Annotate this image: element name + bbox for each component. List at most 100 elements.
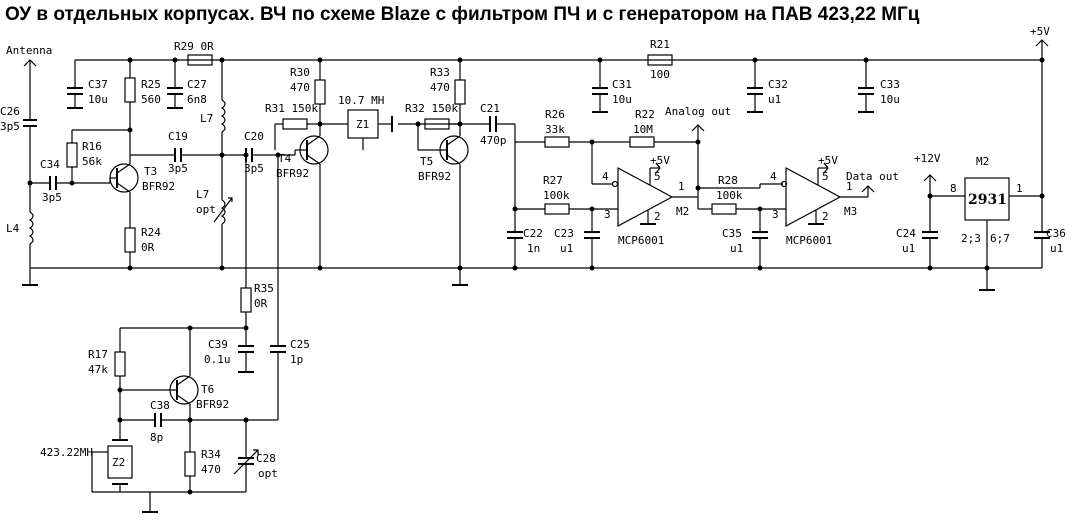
c21-r26: C21 470p R26 33k — [480, 102, 592, 148]
z1-filter: Z1 10.7 MH — [338, 94, 460, 150]
svg-text:56k: 56k — [82, 155, 102, 168]
svg-text:1: 1 — [678, 180, 685, 193]
svg-text:C39: C39 — [208, 338, 228, 351]
svg-text:C36: C36 — [1046, 227, 1066, 240]
r28-c35: R28 100k C35 u1 — [695, 174, 786, 268]
svg-text:R16: R16 — [82, 140, 102, 153]
svg-text:2: 2 — [822, 210, 829, 223]
svg-text:100k: 100k — [543, 189, 570, 202]
svg-text:C19: C19 — [168, 130, 188, 143]
svg-text:R22: R22 — [635, 108, 655, 121]
svg-text:u1: u1 — [730, 242, 743, 255]
svg-text:C23: C23 — [554, 227, 574, 240]
svg-text:10.7 MH: 10.7 MH — [338, 94, 384, 107]
opamp-m3: 4 3 +5V 5 2 1 Data out M3 MCP6001 — [770, 154, 899, 247]
svg-text:R21: R21 — [650, 38, 670, 51]
svg-text:u1: u1 — [1050, 242, 1063, 255]
svg-text:R27: R27 — [543, 174, 563, 187]
svg-text:R34: R34 — [201, 448, 221, 461]
antenna-label: Antenna — [6, 44, 52, 57]
diagram-title: ОУ в отдельных корпусах. ВЧ по схеме Bla… — [5, 4, 920, 25]
svg-text:1: 1 — [1016, 182, 1023, 195]
oscillator-t6: R35 0R C39 0.1u C25 1p R17 47k — [40, 152, 310, 513]
rails — [30, 59, 1042, 269]
svg-text:C31: C31 — [612, 78, 632, 91]
svg-text:C35: C35 — [722, 227, 742, 240]
svg-text:3p5: 3p5 — [244, 162, 264, 175]
svg-text:423.22MH: 423.22MH — [40, 446, 93, 459]
svg-text:1p: 1p — [290, 353, 303, 366]
svg-text:2;3: 2;3 — [961, 232, 981, 245]
svg-text:C26: C26 — [0, 105, 20, 118]
svg-text:33k: 33k — [545, 123, 565, 136]
svg-text:10M: 10M — [633, 123, 653, 136]
svg-text:MCP6001: MCP6001 — [786, 234, 832, 247]
l7-tank: L7 L7 opt — [196, 60, 233, 268]
svg-text:2: 2 — [654, 210, 661, 223]
svg-text:10u: 10u — [880, 93, 900, 106]
svg-text:6;7: 6;7 — [990, 232, 1010, 245]
svg-text:T6: T6 — [201, 383, 214, 396]
svg-text:470: 470 — [290, 81, 310, 94]
svg-text:R25: R25 — [141, 78, 161, 91]
svg-text:L7: L7 — [196, 188, 209, 201]
svg-text:5: 5 — [822, 170, 829, 183]
svg-text:100k: 100k — [716, 189, 743, 202]
c20: C20 3p5 — [244, 130, 295, 175]
svg-text:MCP6001: MCP6001 — [618, 234, 664, 247]
svg-text:Analog out: Analog out — [665, 105, 731, 118]
svg-text:M2: M2 — [976, 155, 989, 168]
svg-text:R28: R28 — [718, 174, 738, 187]
svg-text:L4: L4 — [6, 222, 20, 235]
r22-feedback: R22 10M Analog out — [589, 105, 731, 188]
svg-text:6n8: 6n8 — [187, 93, 207, 106]
svg-text:2931: 2931 — [968, 192, 1007, 208]
svg-text:8: 8 — [950, 182, 957, 195]
svg-text:C27: C27 — [187, 78, 207, 91]
r27-bias: R27 100k C22 1n C23 u1 — [507, 142, 618, 268]
t4-stage: R30 470 R31 150k T4 BFR92 — [265, 57, 348, 268]
svg-text:3p5: 3p5 — [168, 162, 188, 175]
ground-junctions — [127, 265, 933, 271]
svg-text:opt: opt — [258, 467, 278, 480]
svg-text:5: 5 — [654, 170, 661, 183]
svg-text:47k: 47k — [88, 363, 108, 376]
svg-text:C24: C24 — [896, 227, 916, 240]
svg-text:C28: C28 — [256, 452, 276, 465]
svg-text:R30: R30 — [290, 66, 310, 79]
svg-text:10u: 10u — [88, 93, 108, 106]
svg-text:470p: 470p — [480, 134, 507, 147]
svg-text:Z2: Z2 — [112, 456, 125, 469]
r21-supply: R21 100 C31 10u C32 u1 C33 10u +5V — [591, 25, 1050, 113]
svg-text:u1: u1 — [768, 93, 781, 106]
svg-text:C38: C38 — [150, 399, 170, 412]
svg-text:T4: T4 — [278, 152, 292, 165]
svg-text:10u: 10u — [612, 93, 632, 106]
svg-text:M2: M2 — [676, 205, 689, 218]
r29: R29 0R — [127, 40, 225, 66]
svg-text:u1: u1 — [560, 242, 573, 255]
regulator-2931: +12V 8 2931 M2 1 2;3 6;7 C24 u1 C36 u1 — [896, 60, 1066, 291]
svg-text:470: 470 — [430, 81, 450, 94]
svg-text:4: 4 — [770, 170, 777, 183]
c27: C27 6n8 — [166, 60, 207, 109]
svg-text:C32: C32 — [768, 78, 788, 91]
svg-text:+12V: +12V — [914, 152, 941, 165]
svg-text:Data out: Data out — [846, 170, 899, 183]
svg-text:3: 3 — [604, 208, 611, 221]
svg-text:4: 4 — [602, 170, 609, 183]
svg-text:+5V: +5V — [818, 154, 838, 167]
svg-text:R31 150k: R31 150k — [265, 102, 318, 115]
svg-text:470: 470 — [201, 463, 221, 476]
c37: C37 10u — [66, 60, 108, 109]
svg-text:0R: 0R — [254, 297, 268, 310]
svg-text:Z1: Z1 — [356, 118, 369, 131]
svg-text:C22: C22 — [523, 227, 543, 240]
svg-text:R17: R17 — [88, 348, 108, 361]
svg-text:R32 150k: R32 150k — [405, 102, 458, 115]
t3-stage: R25 560 R16 56k T3 BFR92 R24 0R — [66, 60, 175, 268]
svg-text:8p: 8p — [150, 431, 163, 444]
svg-text:T5: T5 — [420, 155, 433, 168]
svg-text:M3: M3 — [844, 205, 857, 218]
